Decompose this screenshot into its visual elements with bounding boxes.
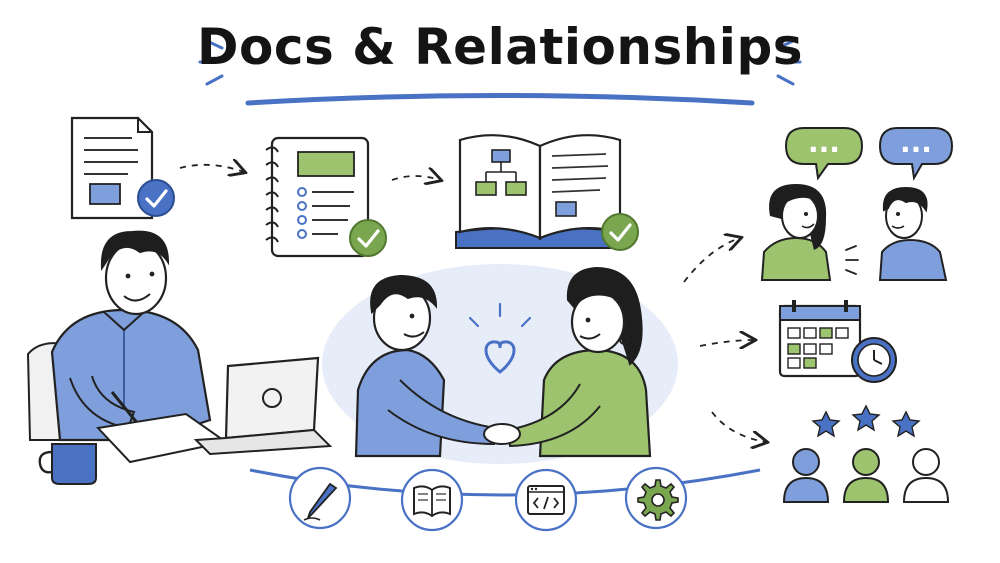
flow-arrow-1 (179, 165, 244, 172)
checkmark-icon (601, 213, 639, 251)
flow-arrow-4 (699, 340, 754, 346)
speech-bubble-text: ... (900, 126, 932, 159)
page-title: Docs & Relationships (197, 18, 803, 76)
user-icon (902, 448, 950, 503)
checkmark-icon (137, 179, 175, 217)
pen-icon (288, 466, 352, 530)
woman-talking (760, 184, 832, 281)
man-talking (878, 186, 948, 281)
conversation-lines (845, 245, 859, 275)
person-at-desk (26, 230, 333, 485)
user-icon (782, 448, 830, 503)
star-icon (851, 404, 881, 432)
star-icon (811, 410, 841, 438)
code-window-icon (514, 468, 578, 532)
speech-bubble-green: ... (784, 126, 864, 181)
speech-bubble-blue: ... (878, 126, 954, 182)
title-sparkles-left (198, 38, 224, 86)
gear-icon (624, 466, 688, 530)
flow-arrow-3 (683, 238, 740, 283)
star-icon (891, 410, 921, 438)
handshake-scene (322, 264, 678, 464)
title-underline (245, 93, 755, 106)
flow-arrow-2 (391, 176, 440, 180)
title-sparkles-right (776, 38, 802, 86)
user-icon (842, 448, 890, 503)
heart-icon (484, 340, 516, 374)
clock-icon (851, 337, 897, 383)
checkmark-icon (349, 219, 387, 257)
notebook-icon (265, 136, 370, 258)
open-book-icon (455, 134, 627, 249)
open-book-icon (400, 468, 464, 532)
speech-bubble-text: ... (808, 126, 840, 159)
calendar-icon (778, 300, 862, 378)
flow-arrow-5 (711, 411, 766, 442)
document-icon (70, 116, 154, 220)
